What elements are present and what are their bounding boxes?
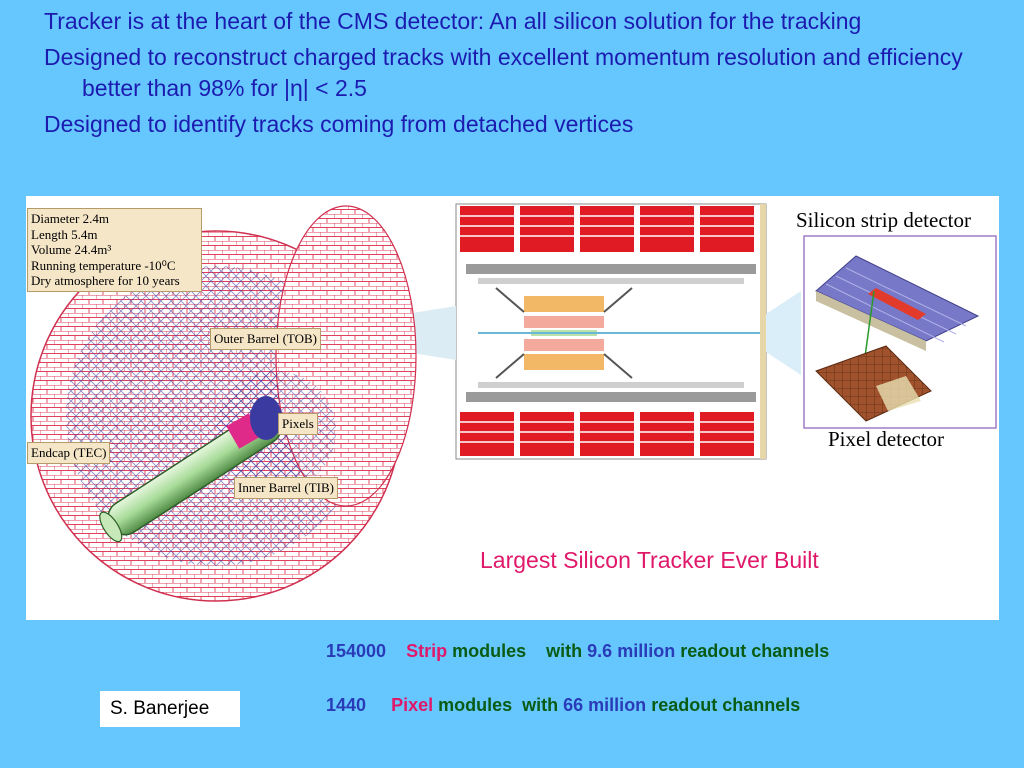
spec-line: Length 5.4m	[31, 226, 98, 242]
detector-insets	[803, 235, 997, 429]
strip-readout: readout channels	[680, 641, 830, 661]
bullet-item: Tracker is at the heart of the CMS detec…	[44, 8, 862, 34]
spec-line: Volume 24.4m³	[31, 242, 112, 257]
pixel-count: 1440	[326, 695, 367, 715]
spec-line: Diameter 2.4m	[31, 211, 109, 226]
pixel-readout: readout channels	[651, 695, 801, 715]
bullet-item: Designed to reconstruct charged tracks w…	[44, 44, 963, 101]
pixel-modules: modules	[438, 695, 513, 715]
bullet-list: Tracker is at the heart of the CMS detec…	[44, 6, 1004, 145]
pixel-with: with	[522, 695, 559, 715]
pixel-stat-line: 1440 Pixel modules with 66 million reado…	[326, 695, 800, 716]
spec-line: Running temperature -10⁰C	[31, 257, 176, 273]
headline-callout: Largest Silicon Tracker Ever Built	[468, 540, 920, 580]
strip-type: Strip	[406, 641, 448, 661]
pixel-channels-amount: 66 million	[563, 695, 647, 715]
strip-detector-title: Silicon strip detector	[796, 208, 971, 232]
pixel-detector-title: Pixel detector	[828, 427, 945, 451]
spec-line: Dry atmosphere for 10 years	[31, 273, 180, 288]
cross-section	[406, 203, 801, 460]
label-inner-barrel: Inner Barrel (TIB)	[234, 477, 339, 499]
tracker-specs: Diameter 2.4m Length 5.4m Volume 24.4m³ …	[27, 208, 202, 292]
label-outer-barrel: Outer Barrel (TOB)	[210, 328, 322, 350]
strip-channels-amount: 9.6 million	[587, 641, 676, 661]
author-badge: S. Banerjee	[100, 691, 240, 727]
label-pixels: Pixels	[278, 413, 318, 435]
pixel-type: Pixel	[391, 695, 434, 715]
strip-with: with	[546, 641, 583, 661]
strip-count: 154000	[326, 641, 387, 661]
strip-modules: modules	[452, 641, 527, 661]
label-endcap: Endcap (TEC)	[27, 442, 111, 464]
bullet-item: Designed to identify tracks coming from …	[44, 111, 634, 137]
strip-stat-line: 154000 Strip modules with 9.6 million re…	[326, 641, 829, 662]
tracker-figure: Diameter 2.4m Length 5.4m Volume 24.4m³ …	[26, 196, 999, 620]
